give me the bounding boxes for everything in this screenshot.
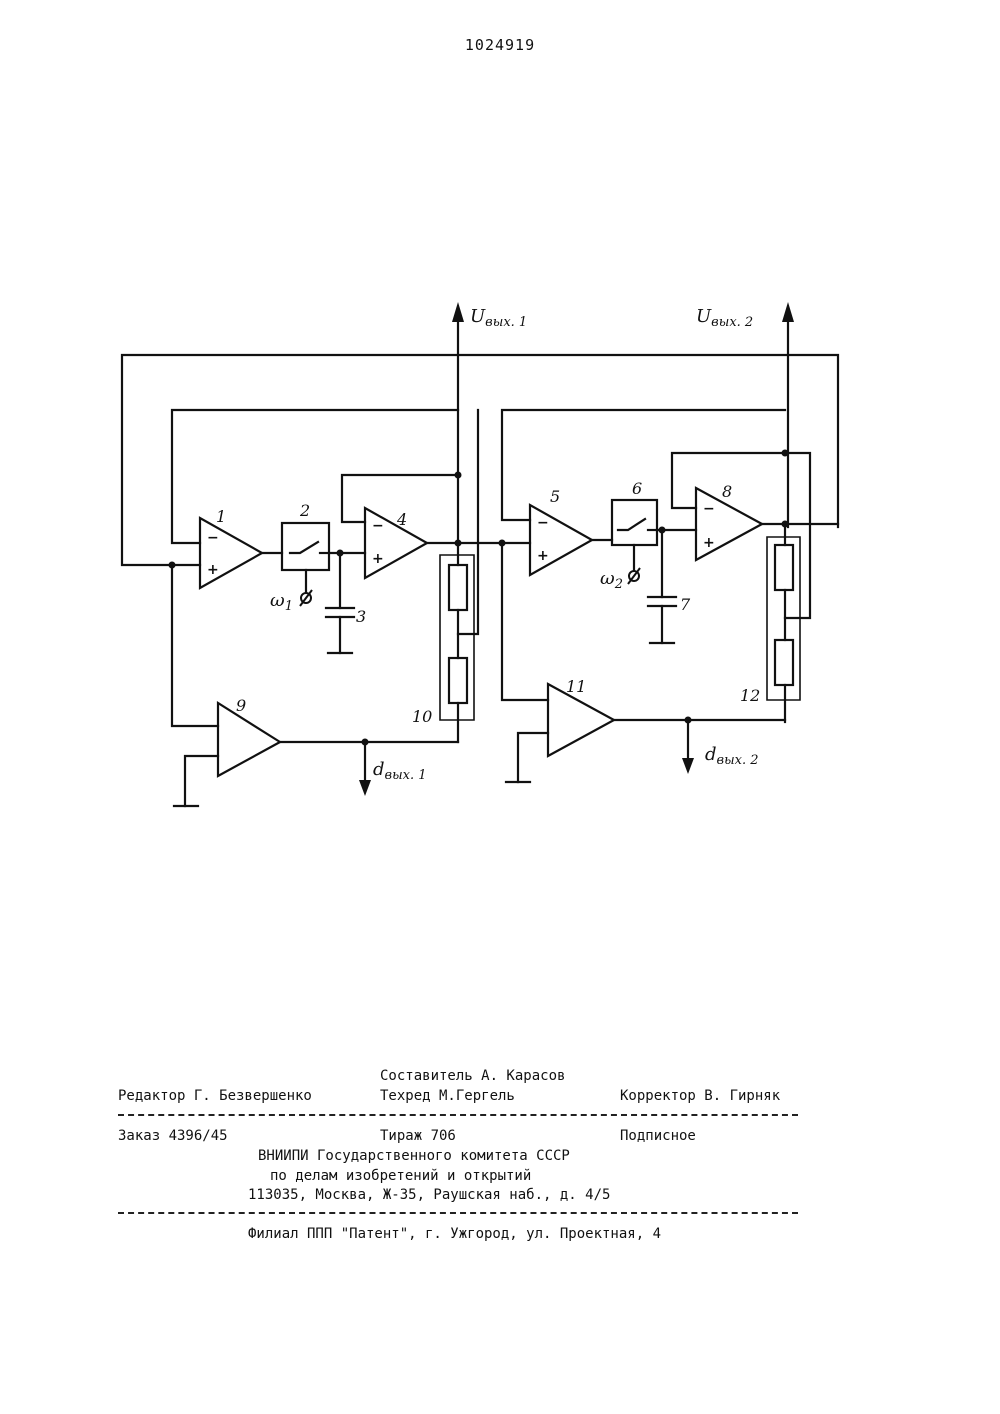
d-out-2-label: dвых. 2 (705, 744, 759, 768)
organization-line-1: ВНИИПИ Государственного комитета СССР (258, 1148, 570, 1164)
editor-line: Редактор Г. Безвершенко (118, 1088, 312, 1104)
subscription-line: Подписное (620, 1128, 696, 1144)
circulation-line: Тираж 706 (380, 1128, 456, 1144)
block-11-label: 11 (566, 677, 586, 696)
op-amp-4-plus: + (372, 551, 384, 567)
block-10-label: 10 (412, 707, 432, 726)
d-out-1-label: dвых. 1 (373, 759, 427, 783)
op-amp-8-minus: − (703, 501, 715, 517)
op-amp-1-plus: + (207, 562, 219, 578)
organization-line-2: по делам изобретений и открытий (270, 1168, 531, 1184)
organization-address: 113035, Москва, Ж-35, Раушская наб., д. … (248, 1187, 610, 1203)
block-9-label: 9 (236, 696, 246, 715)
compiler-line: Составитель А. Карасов (380, 1068, 565, 1084)
techred-line: Техред М.Гергель (380, 1088, 515, 1104)
block-12-label: 12 (740, 686, 760, 705)
separator-line (118, 1114, 798, 1116)
block-3-label: 3 (356, 607, 366, 626)
block-7-label: 7 (680, 595, 691, 614)
op-amp-5-plus: + (537, 548, 549, 564)
block-8-label: 8 (722, 482, 732, 501)
order-line: Заказ 4396/45 (118, 1128, 228, 1144)
u-out-2-label: Uвых. 2 (696, 306, 753, 330)
omega-1-label: ω1 (270, 590, 293, 614)
block-5-label: 5 (550, 487, 560, 506)
separator-line (118, 1212, 798, 1214)
block-4-label: 4 (396, 510, 407, 529)
block-2-label: 2 (299, 501, 310, 520)
u-out-1-label: Uвых. 1 (470, 306, 527, 330)
branch-line: Филиал ППП "Патент", г. Ужгород, ул. Про… (248, 1226, 661, 1242)
op-amp-4-minus: − (372, 518, 384, 534)
block-1-label: 1 (216, 507, 226, 526)
block-6-label: 6 (632, 479, 642, 498)
op-amp-5-minus: − (537, 515, 549, 531)
op-amp-8-plus: + (703, 535, 715, 551)
op-amp-1-minus: − (207, 530, 219, 546)
corrector-line: Корректор В. Гирняк (620, 1088, 780, 1104)
omega-2-label: ω2 (600, 568, 623, 592)
circuit-diagram: − + − + − + − + 1 2 3 4 5 6 7 8 9 10 11 … (0, 0, 1000, 880)
